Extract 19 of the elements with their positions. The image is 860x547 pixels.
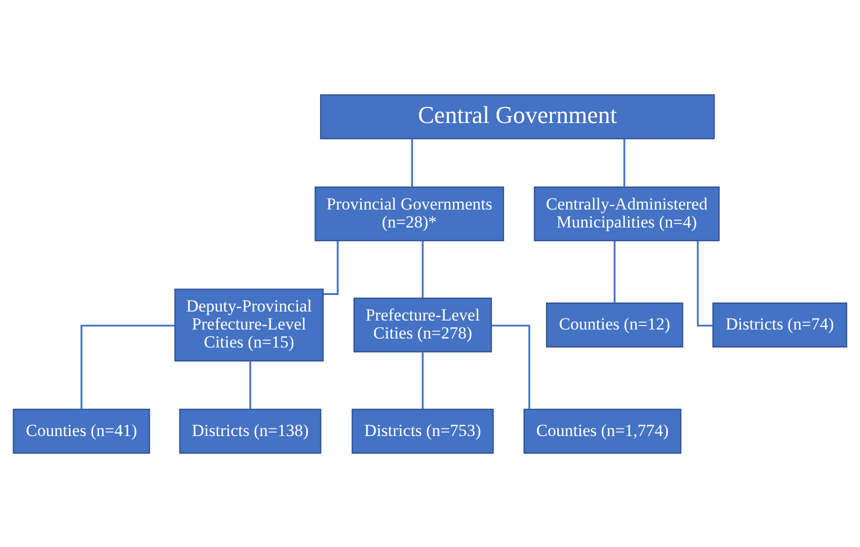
connector	[411, 138, 413, 187]
node-box: Counties (n=1,774)	[524, 408, 682, 454]
connector	[422, 351, 424, 409]
connector	[249, 360, 252, 409]
node-box: Provincial Governments (n=28)*	[314, 186, 504, 241]
connector	[491, 324, 530, 409]
node-box: Counties (n=41)	[12, 408, 150, 454]
node-box: Centrally-Administered Municipalities (n=4)	[534, 186, 720, 241]
node-box: Prefecture-Level Cities (n=278)	[353, 297, 492, 352]
node-box: Districts (n=74)	[712, 302, 848, 347]
connector	[623, 138, 626, 187]
connector	[614, 240, 616, 302]
node-box: Central Government	[320, 94, 715, 139]
node-box: Deputy-Provincial Prefecture-Level Cities (n=15)	[174, 288, 324, 361]
node-box: Districts (n=138)	[179, 408, 322, 454]
node-box: Districts (n=753)	[352, 408, 494, 454]
connector	[422, 240, 424, 298]
connector	[80, 324, 175, 409]
node-box: Counties (n=12)	[546, 302, 684, 347]
